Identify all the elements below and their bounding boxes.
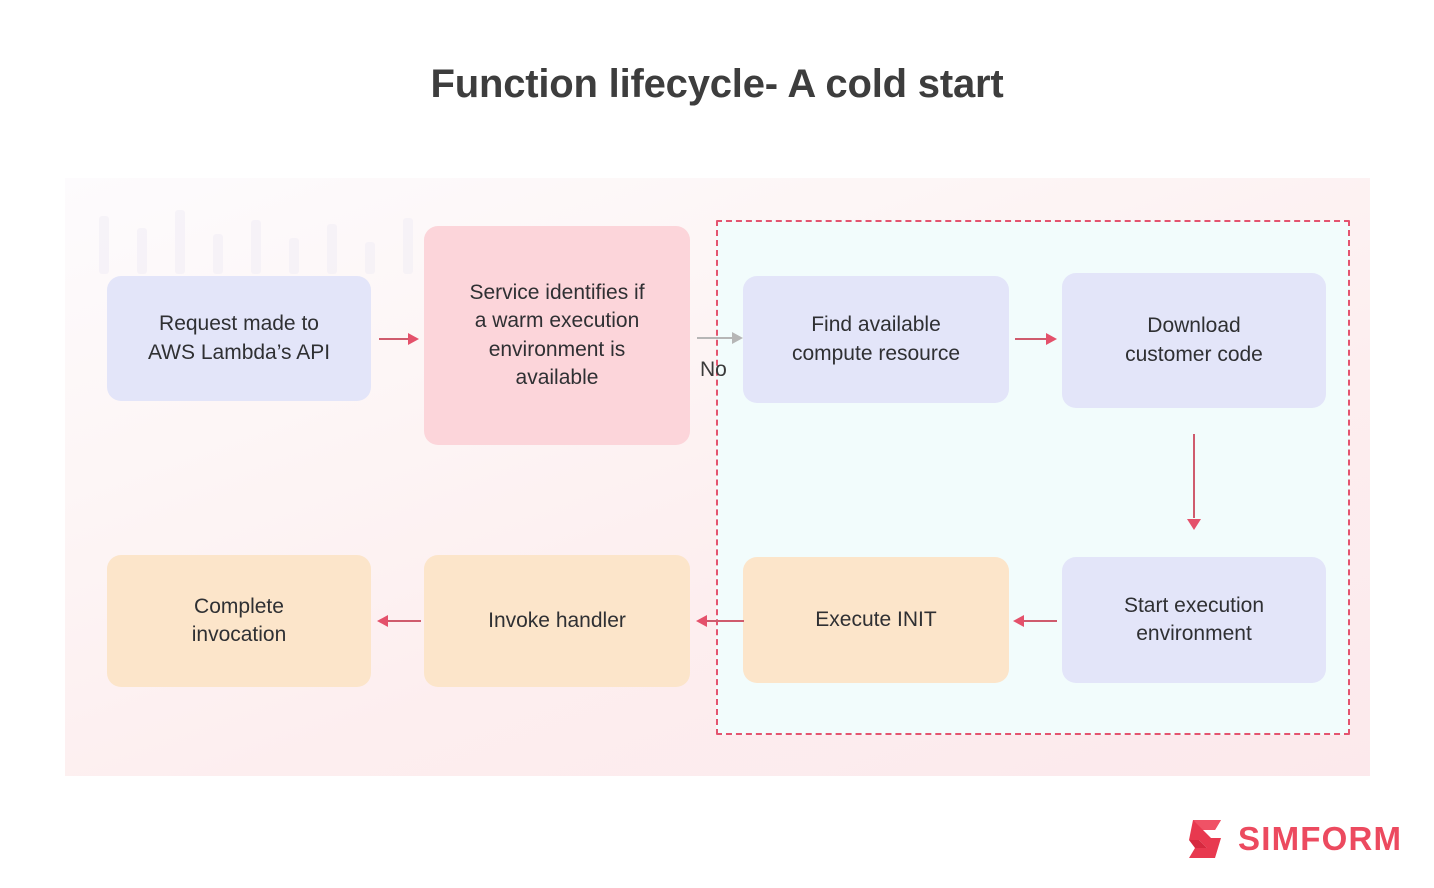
edge-label-no: No <box>700 358 727 381</box>
node-invoke-handler[interactable]: Invoke handler <box>424 555 690 687</box>
arrow-head-left-icon <box>377 615 388 627</box>
node-label: Execute INIT <box>815 607 937 631</box>
arrow-head-left-icon <box>696 615 707 627</box>
arrow-shaft <box>379 338 411 340</box>
page-title: Function lifecycle- A cold start <box>430 62 1004 106</box>
node-execute-init[interactable]: Execute INIT <box>743 557 1009 683</box>
arrow-head-right-icon <box>1046 333 1057 345</box>
arrow-head-down-icon <box>1187 519 1201 530</box>
simform-s-mark-icon <box>1189 820 1221 858</box>
arrow-head-left-icon <box>1013 615 1024 627</box>
simform-logo: SIMFORM <box>1183 818 1402 860</box>
arrow-shaft <box>1193 434 1195 518</box>
arrow-shaft <box>1022 620 1057 622</box>
simform-wordmark: SIMFORM <box>1238 820 1403 857</box>
node-label: Invoke handler <box>488 608 626 632</box>
arrow-shaft <box>705 620 744 622</box>
arrow-shaft <box>1015 338 1049 340</box>
arrow-head-right-icon <box>408 333 419 345</box>
arrow-shaft <box>697 337 735 339</box>
arrow-shaft <box>386 620 421 622</box>
arrow-head-right-icon <box>732 332 743 344</box>
